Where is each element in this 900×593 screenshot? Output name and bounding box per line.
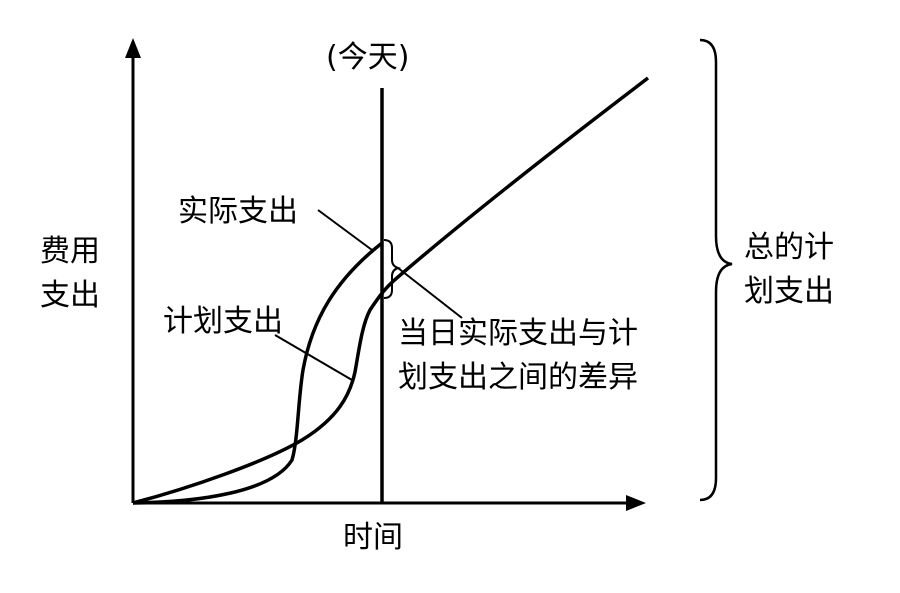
- total-planned-label: 总的计 划支出: [744, 226, 834, 314]
- actual-expenditure-label: 实际支出: [178, 194, 298, 229]
- total-brace: [699, 38, 733, 502]
- difference-label-line-1: 当日实际支出与计: [398, 316, 638, 351]
- difference-label-line-2: 划支出之间的差异: [398, 360, 638, 395]
- planned-expenditure-curve: [132, 76, 650, 505]
- today-label: (今天): [326, 40, 410, 75]
- planned-leader-line: [274, 334, 353, 381]
- planned-expenditure-label: 计划支出: [163, 304, 283, 339]
- y-axis-arrowhead: [125, 38, 141, 58]
- y-axis-label-line-2: 支出: [40, 278, 100, 313]
- y-axis-label: 费用 支出: [40, 230, 100, 318]
- total-planned-label-line-1: 总的计: [744, 230, 834, 265]
- actual-expenditure-curve: [132, 241, 384, 505]
- x-axis-arrowhead: [626, 495, 646, 511]
- x-axis-label: 时间: [343, 520, 403, 555]
- y-axis-label-line-1: 费用: [40, 234, 100, 269]
- difference-leader-line: [397, 267, 463, 319]
- total-planned-label-line-2: 划支出: [744, 274, 834, 309]
- difference-label: 当日实际支出与计 划支出之间的差异: [398, 312, 638, 400]
- actual-leader-line: [317, 209, 373, 251]
